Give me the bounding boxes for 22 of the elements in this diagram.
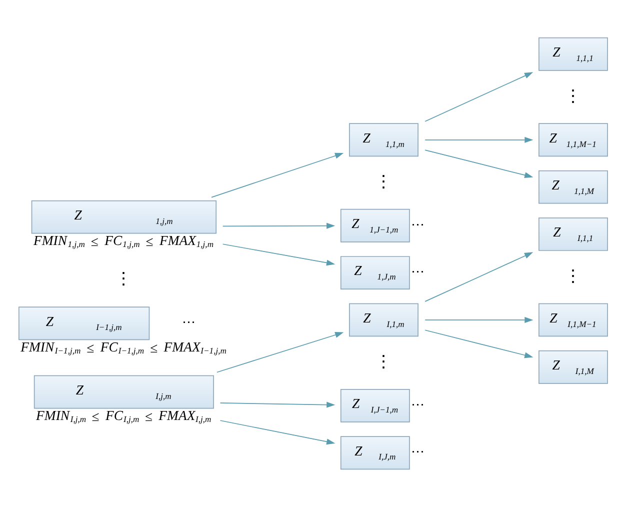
label: ⋮ (564, 266, 582, 285)
label: ⋮ (375, 172, 392, 191)
arrow (424, 252, 534, 302)
arrow (424, 329, 534, 358)
arrow (424, 316, 534, 322)
arrow (220, 420, 336, 444)
label: ⋯ (411, 264, 426, 279)
label: ⋯ (182, 314, 196, 330)
label: ⋮ (115, 268, 132, 288)
arrow (424, 72, 534, 122)
label: ⋮ (375, 352, 392, 371)
label: ⋯ (411, 396, 426, 412)
arrow (222, 222, 336, 228)
arrow (222, 243, 336, 266)
arrow (216, 332, 344, 372)
arrow (220, 401, 336, 408)
arrow (424, 149, 534, 178)
label: ⋯ (411, 444, 426, 459)
label: ⋯ (411, 216, 426, 232)
arrow (424, 136, 534, 142)
arrow (211, 152, 344, 198)
label: ⋮ (564, 86, 582, 105)
